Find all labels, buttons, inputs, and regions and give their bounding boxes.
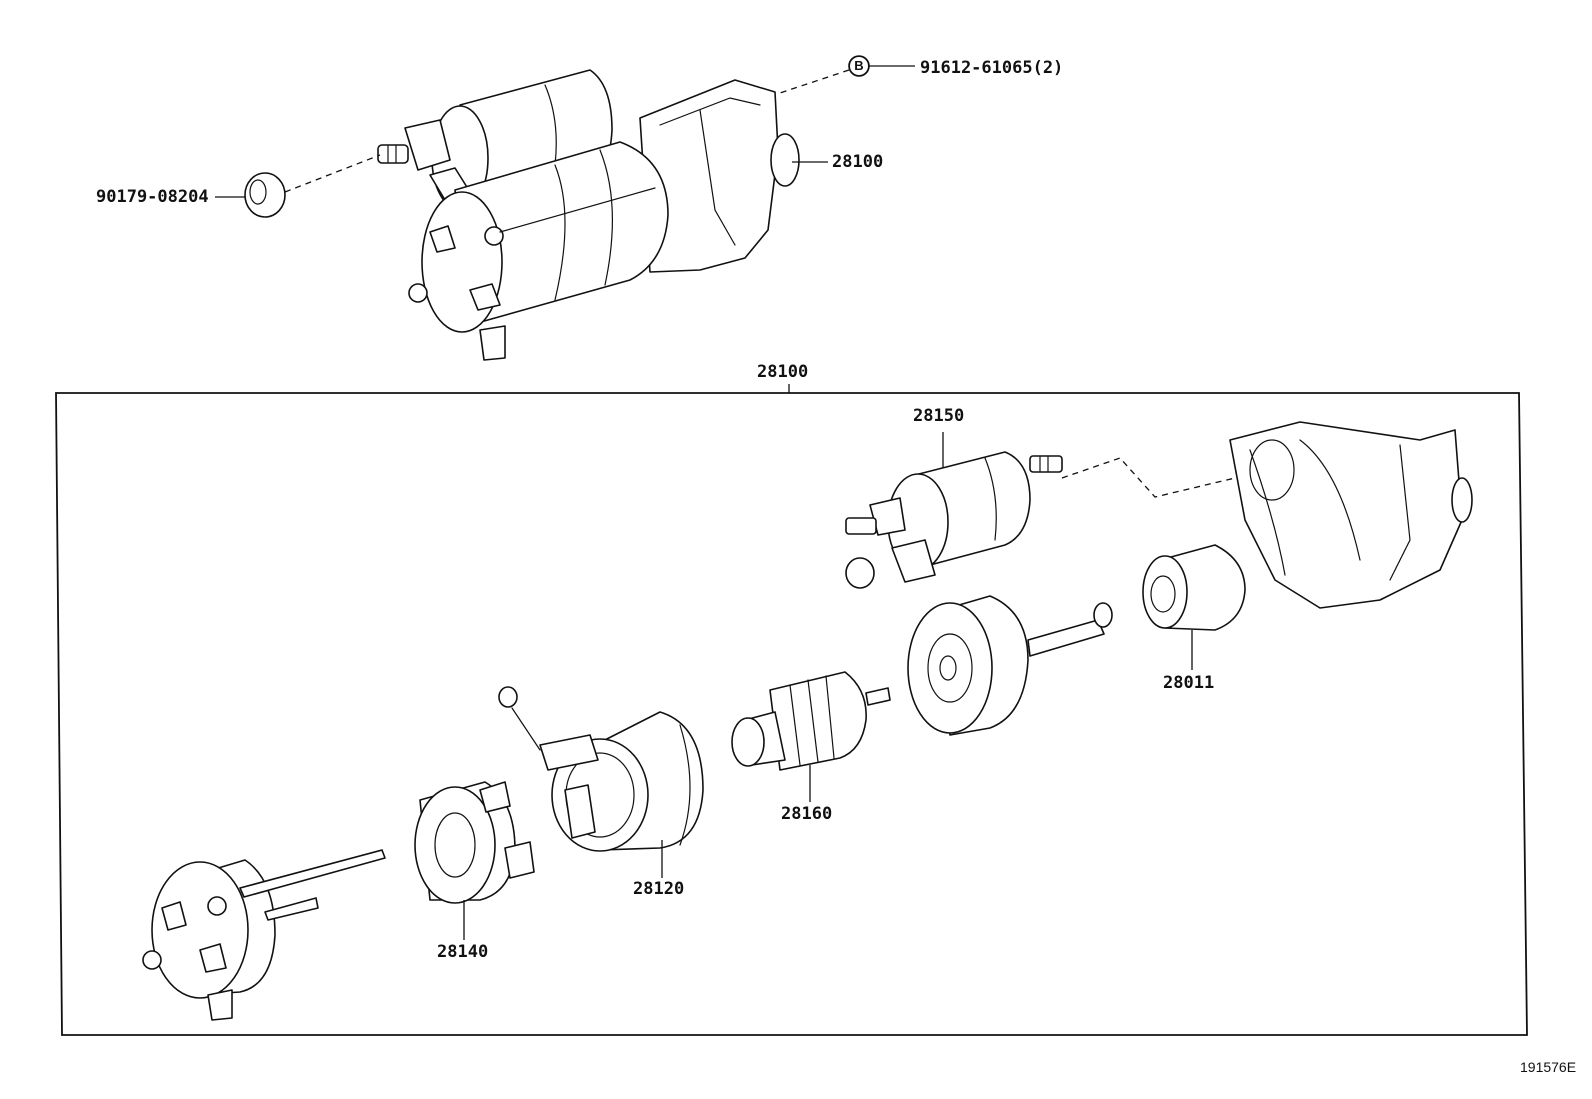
bolt-reference-badge: B xyxy=(849,56,869,76)
starter-clutch-drawing xyxy=(1142,544,1246,631)
drive-housing-drawing xyxy=(1229,421,1473,609)
brush-holder-drawing xyxy=(414,781,535,904)
part-number-magnetic-switch: 28150 xyxy=(913,406,965,426)
exploded-view-frame xyxy=(55,392,1528,1036)
gear-housing-drawing xyxy=(907,595,1113,736)
part-number-nut: 90179-08204 xyxy=(96,187,209,207)
part-number-brush-holder: 28140 xyxy=(437,942,489,962)
part-number-yoke: 28120 xyxy=(633,879,685,899)
figure-id: 191576E xyxy=(1520,1059,1577,1075)
assembled-starter-drawing xyxy=(244,69,800,361)
magnetic-switch-drawing xyxy=(845,451,1063,589)
part-number-starter-assembly-box: 28100 xyxy=(757,362,809,382)
part-number-starter-clutch: 28011 xyxy=(1163,673,1215,693)
part-number-starter-assembly: 28100 xyxy=(832,152,884,172)
part-number-armature: 28160 xyxy=(781,804,833,824)
yoke-drawing xyxy=(498,686,704,852)
armature-drawing xyxy=(731,671,891,771)
part-number-bolt: 91612-61065(2) xyxy=(920,58,1064,78)
end-frame-drawing xyxy=(142,849,386,1021)
